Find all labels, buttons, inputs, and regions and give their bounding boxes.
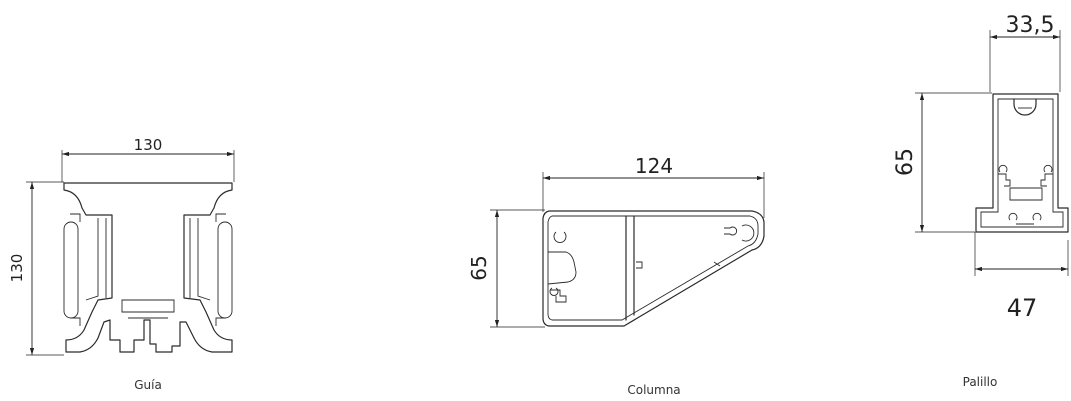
- columna-left-groove: [547, 251, 577, 285]
- palillo-height-label: 65: [893, 148, 918, 176]
- columna-right-screw-slot: [741, 224, 755, 242]
- columna-diagonal-tick: [713, 261, 721, 267]
- palillo-inner-outline: [980, 98, 1064, 228]
- columna-height-label: 65: [467, 255, 491, 280]
- guia-width-label: 130: [134, 136, 163, 154]
- columna-left-screw-slot: [553, 231, 567, 243]
- columna-caption: Columna: [627, 383, 680, 397]
- palillo-bottom-clips: [1008, 212, 1042, 225]
- columna-divider-web: [625, 215, 635, 321]
- columna-right-small-slot: [724, 226, 738, 236]
- palillo-bottom-width-label: 47: [1007, 294, 1038, 322]
- palillo-top-width-label: 33,5: [1006, 13, 1055, 38]
- palillo-caption: Palillo: [963, 375, 998, 389]
- guia-left-brush-seal: [63, 221, 79, 319]
- guia-drawing: 130 130: [8, 136, 235, 356]
- guia-inner-bottom-bridge: [121, 299, 175, 319]
- palillo-right-clip: [1040, 164, 1053, 187]
- palillo-drawing: 33,5 65 47: [893, 13, 1069, 322]
- columna-width-label: 124: [635, 154, 673, 178]
- palillo-left-clip: [998, 164, 1011, 187]
- columna-center-tick: [636, 261, 643, 269]
- guia-right-seal-clips: [215, 213, 226, 326]
- columna-inner-outline: [547, 215, 759, 321]
- columna-profile-outline: [542, 210, 765, 327]
- guia-profile-outline: [63, 182, 233, 353]
- guia-left-seal-clips: [70, 213, 81, 326]
- guia-inner-left-channel: [85, 218, 107, 301]
- guia-height-label: 130: [8, 254, 26, 283]
- columna-drawing: 124 65: [467, 154, 765, 328]
- columna-left-lower-clip: [549, 287, 567, 303]
- palillo-profile-outline: [975, 93, 1069, 233]
- palillo-inner-web: [1009, 187, 1043, 201]
- guia-caption: Guía: [134, 378, 162, 392]
- palillo-top-screw-slot: [1013, 98, 1037, 116]
- guia-right-brush-seal: [217, 221, 233, 319]
- guia-inner-right-channel: [189, 218, 211, 301]
